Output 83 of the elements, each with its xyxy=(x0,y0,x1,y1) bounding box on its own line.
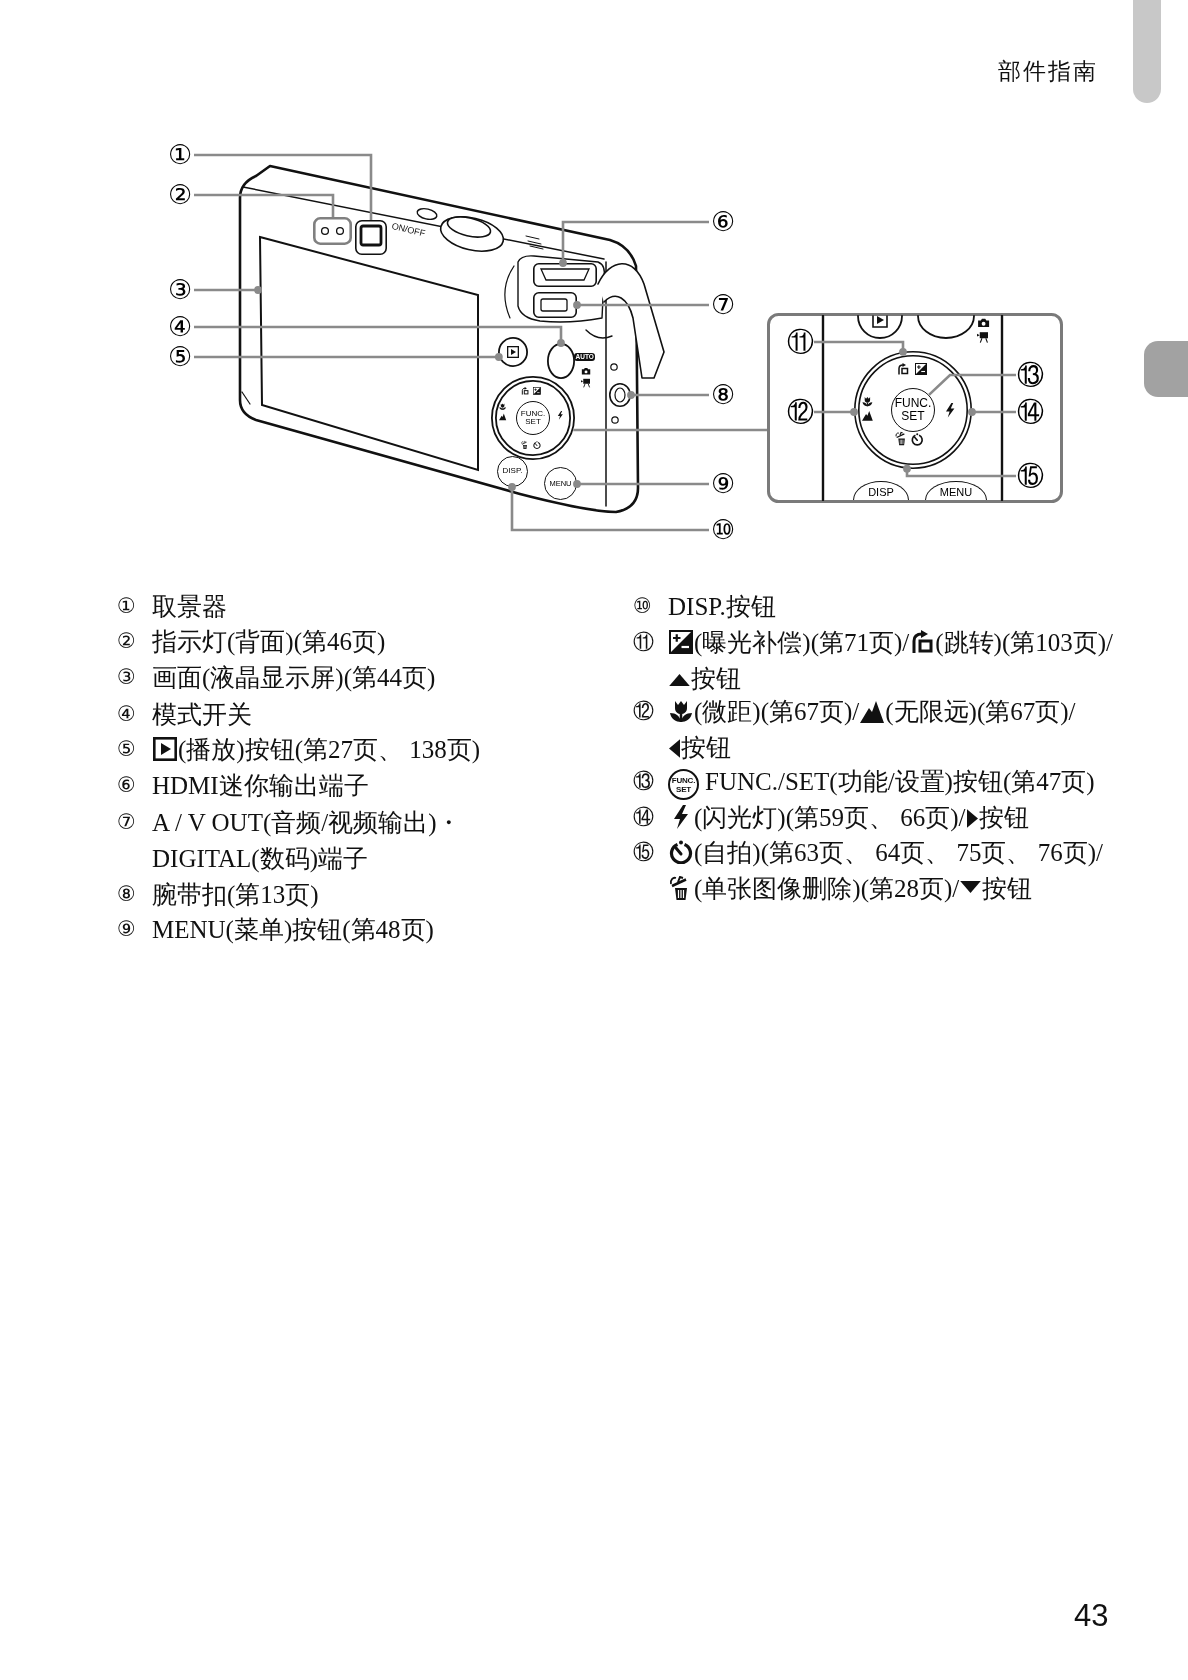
part-description: DISP.按钮 xyxy=(668,593,776,620)
leader-line xyxy=(194,193,335,217)
callout-number: ⑤ xyxy=(166,343,194,371)
four-way-controller xyxy=(854,351,972,469)
part-description: FUNC./SET(功能/设置)按钮(第47页) xyxy=(705,768,1095,795)
callout-number: ⑬ xyxy=(1016,361,1044,389)
callout-number: ③ xyxy=(166,276,194,304)
callout-number: ④ xyxy=(166,313,194,341)
leader-line xyxy=(508,483,709,532)
part-description: 指示灯(背面)(第46页) xyxy=(152,628,386,655)
callout-number: ⑦ xyxy=(117,809,136,836)
button-symbol: FUNC. SET xyxy=(668,768,699,800)
callout-number: ⑭ xyxy=(1016,398,1044,426)
lcd-screen xyxy=(258,236,480,472)
callout-number: ② xyxy=(117,628,136,655)
callout-number: ⑭ xyxy=(633,804,654,831)
callout-number: ⑨ xyxy=(709,470,737,498)
part-description: 模式开关 xyxy=(152,701,252,728)
leader-line xyxy=(573,480,709,488)
av-out-port xyxy=(533,292,577,318)
part-description: 取景器 xyxy=(152,593,227,620)
leader-line xyxy=(627,391,709,399)
page-number: 43 xyxy=(1074,1598,1109,1634)
part-description: (曝光补偿)(第71页)/ xyxy=(694,629,910,656)
part-description: (微距)(第67页)/ xyxy=(694,698,860,725)
detail-inset xyxy=(767,313,1063,503)
part-description: (跳转)(第103页)/ xyxy=(935,629,1113,656)
part-description: (无限远)(第67页)/ xyxy=(885,698,1076,725)
viewfinder xyxy=(355,220,387,255)
callout-number: ⑩ xyxy=(709,516,737,544)
callout-number: ③ xyxy=(117,664,136,691)
leader-line xyxy=(194,286,262,294)
callout-number: ⑪ xyxy=(633,629,654,656)
indicator-lamps xyxy=(313,217,352,245)
callout-number: ④ xyxy=(117,701,136,728)
leader-line xyxy=(194,353,503,361)
callout-number: ② xyxy=(166,181,194,209)
callout-number: ⑫ xyxy=(786,398,814,426)
leader-line xyxy=(814,408,858,416)
callout-number: ⑨ xyxy=(117,916,136,943)
part-description: 按钮 xyxy=(982,874,1033,902)
callout-number: ⑫ xyxy=(633,698,654,725)
callout-number: ① xyxy=(166,141,194,169)
hdmi-port xyxy=(533,263,597,287)
part-description: (单张图像删除)(第28页)/ xyxy=(694,874,960,902)
strap-mount xyxy=(609,383,631,407)
leader-line xyxy=(559,220,709,267)
part-description: 画面(液晶显示屏)(第44页) xyxy=(152,664,436,691)
part-description: (闪光灯)(第59页、 66页)/ xyxy=(694,804,966,831)
part-description: (播放)按钮(第27页、 138页) xyxy=(178,736,481,763)
callout-number: ⑥ xyxy=(117,772,136,799)
callout-number: ① xyxy=(117,593,136,620)
callout-number: ⑥ xyxy=(709,208,737,236)
callout-number: ⑦ xyxy=(709,291,737,319)
leader-line xyxy=(814,340,907,356)
part-description: 腕带扣(第13页) xyxy=(152,881,319,908)
leader-line xyxy=(573,428,767,432)
callout-number: ⑪ xyxy=(786,328,814,356)
part-description: 按钮 xyxy=(978,804,1029,831)
callout-number: ⑮ xyxy=(1016,462,1044,490)
leader-line xyxy=(194,153,373,220)
playback-button xyxy=(498,337,528,367)
part-description: 按钮 xyxy=(691,664,741,692)
mode-switch xyxy=(547,343,575,379)
leader-line xyxy=(928,373,1016,396)
callout-number: ⑩ xyxy=(633,593,652,620)
part-description: 按钮 xyxy=(681,733,731,761)
part-description: HDMI迷你输出端子 xyxy=(152,772,369,799)
part-description: (自拍)(第63页、 64页、 75页、 76页)/ xyxy=(694,839,1103,866)
part-description: A / V OUT(音频/视频输出)・DIGITAL(数码)端子 xyxy=(152,809,462,872)
control-dial xyxy=(491,376,575,460)
button-label: ON/OFF xyxy=(390,221,427,239)
callout-number: ⑮ xyxy=(633,839,654,866)
callout-number: ⑤ xyxy=(117,736,136,763)
callout-number: ⑧ xyxy=(709,381,737,409)
callout-number: ⑧ xyxy=(117,881,136,908)
leader-line xyxy=(903,464,1016,478)
leader-line xyxy=(194,325,565,347)
leader-line xyxy=(573,301,709,309)
part-description: MENU(菜单)按钮(第48页) xyxy=(152,916,434,943)
leader-line xyxy=(968,408,1016,416)
callout-number: ⑬ xyxy=(633,768,654,795)
page-header: 部件指南 xyxy=(998,57,1098,86)
